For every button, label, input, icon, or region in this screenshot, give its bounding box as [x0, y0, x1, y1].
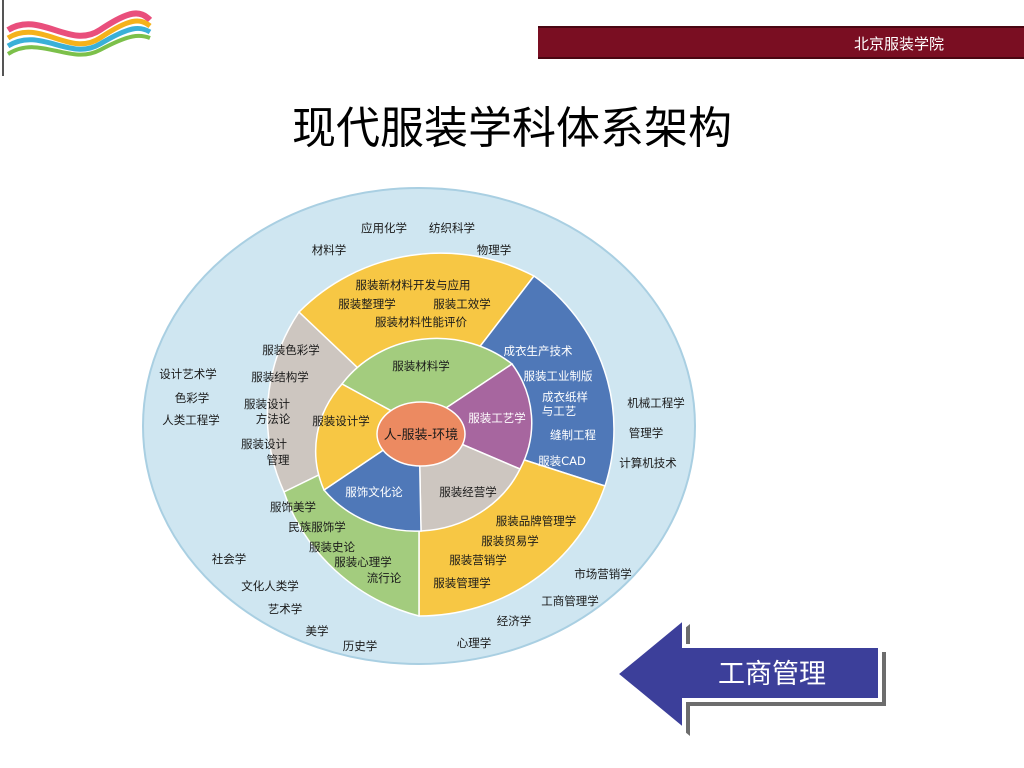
middle-label: 服装设计: [241, 437, 287, 451]
middle-label: 民族服饰学: [288, 520, 346, 534]
center-label: 人-服装-环境: [384, 428, 458, 443]
outer-label: 物理学: [477, 243, 512, 257]
header-banner: 北京服装学院: [538, 26, 1024, 59]
inner-label-materials: 服装材料学: [392, 359, 450, 373]
outer-label: 应用化学: [361, 221, 407, 235]
inner-sector-craft: [417, 362, 533, 470]
slide-title: 现代服装学科体系架构: [292, 103, 732, 154]
inner-label-craft: 服装工艺学: [468, 411, 526, 425]
middle-label: 服装管理学: [433, 576, 491, 590]
middle-label: 服装CAD: [538, 454, 586, 468]
outer-label: 心理学: [457, 636, 492, 650]
outer-label: 纺织科学: [429, 221, 475, 235]
middle-label: 服装材料性能评价: [375, 315, 467, 329]
inner-sector-design: [314, 383, 421, 492]
middle-label: 成衣纸样: [542, 390, 588, 404]
inner-sector-materials: [340, 337, 514, 427]
middle-label: 服装史论: [309, 540, 355, 554]
middle-label: 服装营销学: [449, 553, 507, 567]
middle-label: 流行论: [367, 571, 402, 585]
middle-label: 服装贸易学: [481, 534, 539, 548]
outer-label: 材料学: [312, 243, 347, 257]
center-core: [376, 401, 466, 467]
discipline-diagram-svg: 人-服装-环境 服装材料学 服装工艺学 服装经营学 服饰文化论 服装设计学 服装…: [142, 187, 696, 665]
outer-label: 计算机技术: [619, 456, 677, 470]
middle-label: 成衣生产技术: [504, 344, 573, 358]
business-management-link[interactable]: 工商管理: [608, 612, 898, 746]
outer-label: 经济学: [497, 614, 532, 628]
ribbon-logo-icon: [6, 10, 153, 57]
middle-label: 服装品牌管理学: [496, 514, 577, 528]
outer-label: 人类工程学: [162, 413, 220, 427]
middle-label: 服装设计: [244, 397, 290, 411]
inner-label-design: 服装设计学: [312, 414, 370, 428]
middle-label: 服装工业制版: [524, 369, 593, 383]
discipline-diagram: 人-服装-环境 服装材料学 服装工艺学 服装经营学 服饰文化论 服装设计学 服装…: [140, 186, 720, 690]
middle-label: 方法论: [256, 412, 291, 426]
outer-label: 美学: [306, 624, 329, 638]
inner-label-culture: 服饰文化论: [345, 485, 403, 499]
outer-label: 社会学: [212, 552, 247, 566]
middle-label: 服饰美学: [270, 500, 316, 514]
outer-label: 设计艺术学: [159, 367, 217, 381]
logo-rule: [2, 0, 4, 76]
institution-name: 北京服装学院: [853, 35, 944, 53]
left-arrow-icon[interactable]: 工商管理: [608, 612, 898, 742]
middle-label: 服装整理学: [338, 297, 396, 311]
outer-label: 历史学: [343, 639, 378, 653]
outer-label: 管理学: [629, 426, 664, 440]
outer-label: 艺术学: [268, 602, 303, 616]
nav-label[interactable]: 工商管理: [718, 659, 826, 690]
middle-label: 服装心理学: [334, 555, 392, 569]
middle-label: 服装新材料开发与应用: [356, 278, 471, 292]
outer-label: 市场营销学: [574, 567, 632, 581]
middle-label: 缝制工程: [550, 428, 596, 442]
outer-label: 文化人类学: [241, 579, 299, 593]
middle-label: 与工艺: [542, 404, 577, 418]
outer-label: 机械工程学: [627, 396, 685, 410]
middle-label: 服装结构学: [251, 370, 309, 384]
middle-label: 服装色彩学: [262, 343, 320, 357]
outer-label: 色彩学: [175, 391, 210, 405]
middle-label: 管理: [267, 453, 290, 467]
outer-label: 工商管理学: [541, 594, 599, 608]
school-logo: [0, 0, 160, 78]
inner-label-business: 服装经营学: [439, 485, 497, 499]
middle-label: 服装工效学: [433, 297, 491, 311]
